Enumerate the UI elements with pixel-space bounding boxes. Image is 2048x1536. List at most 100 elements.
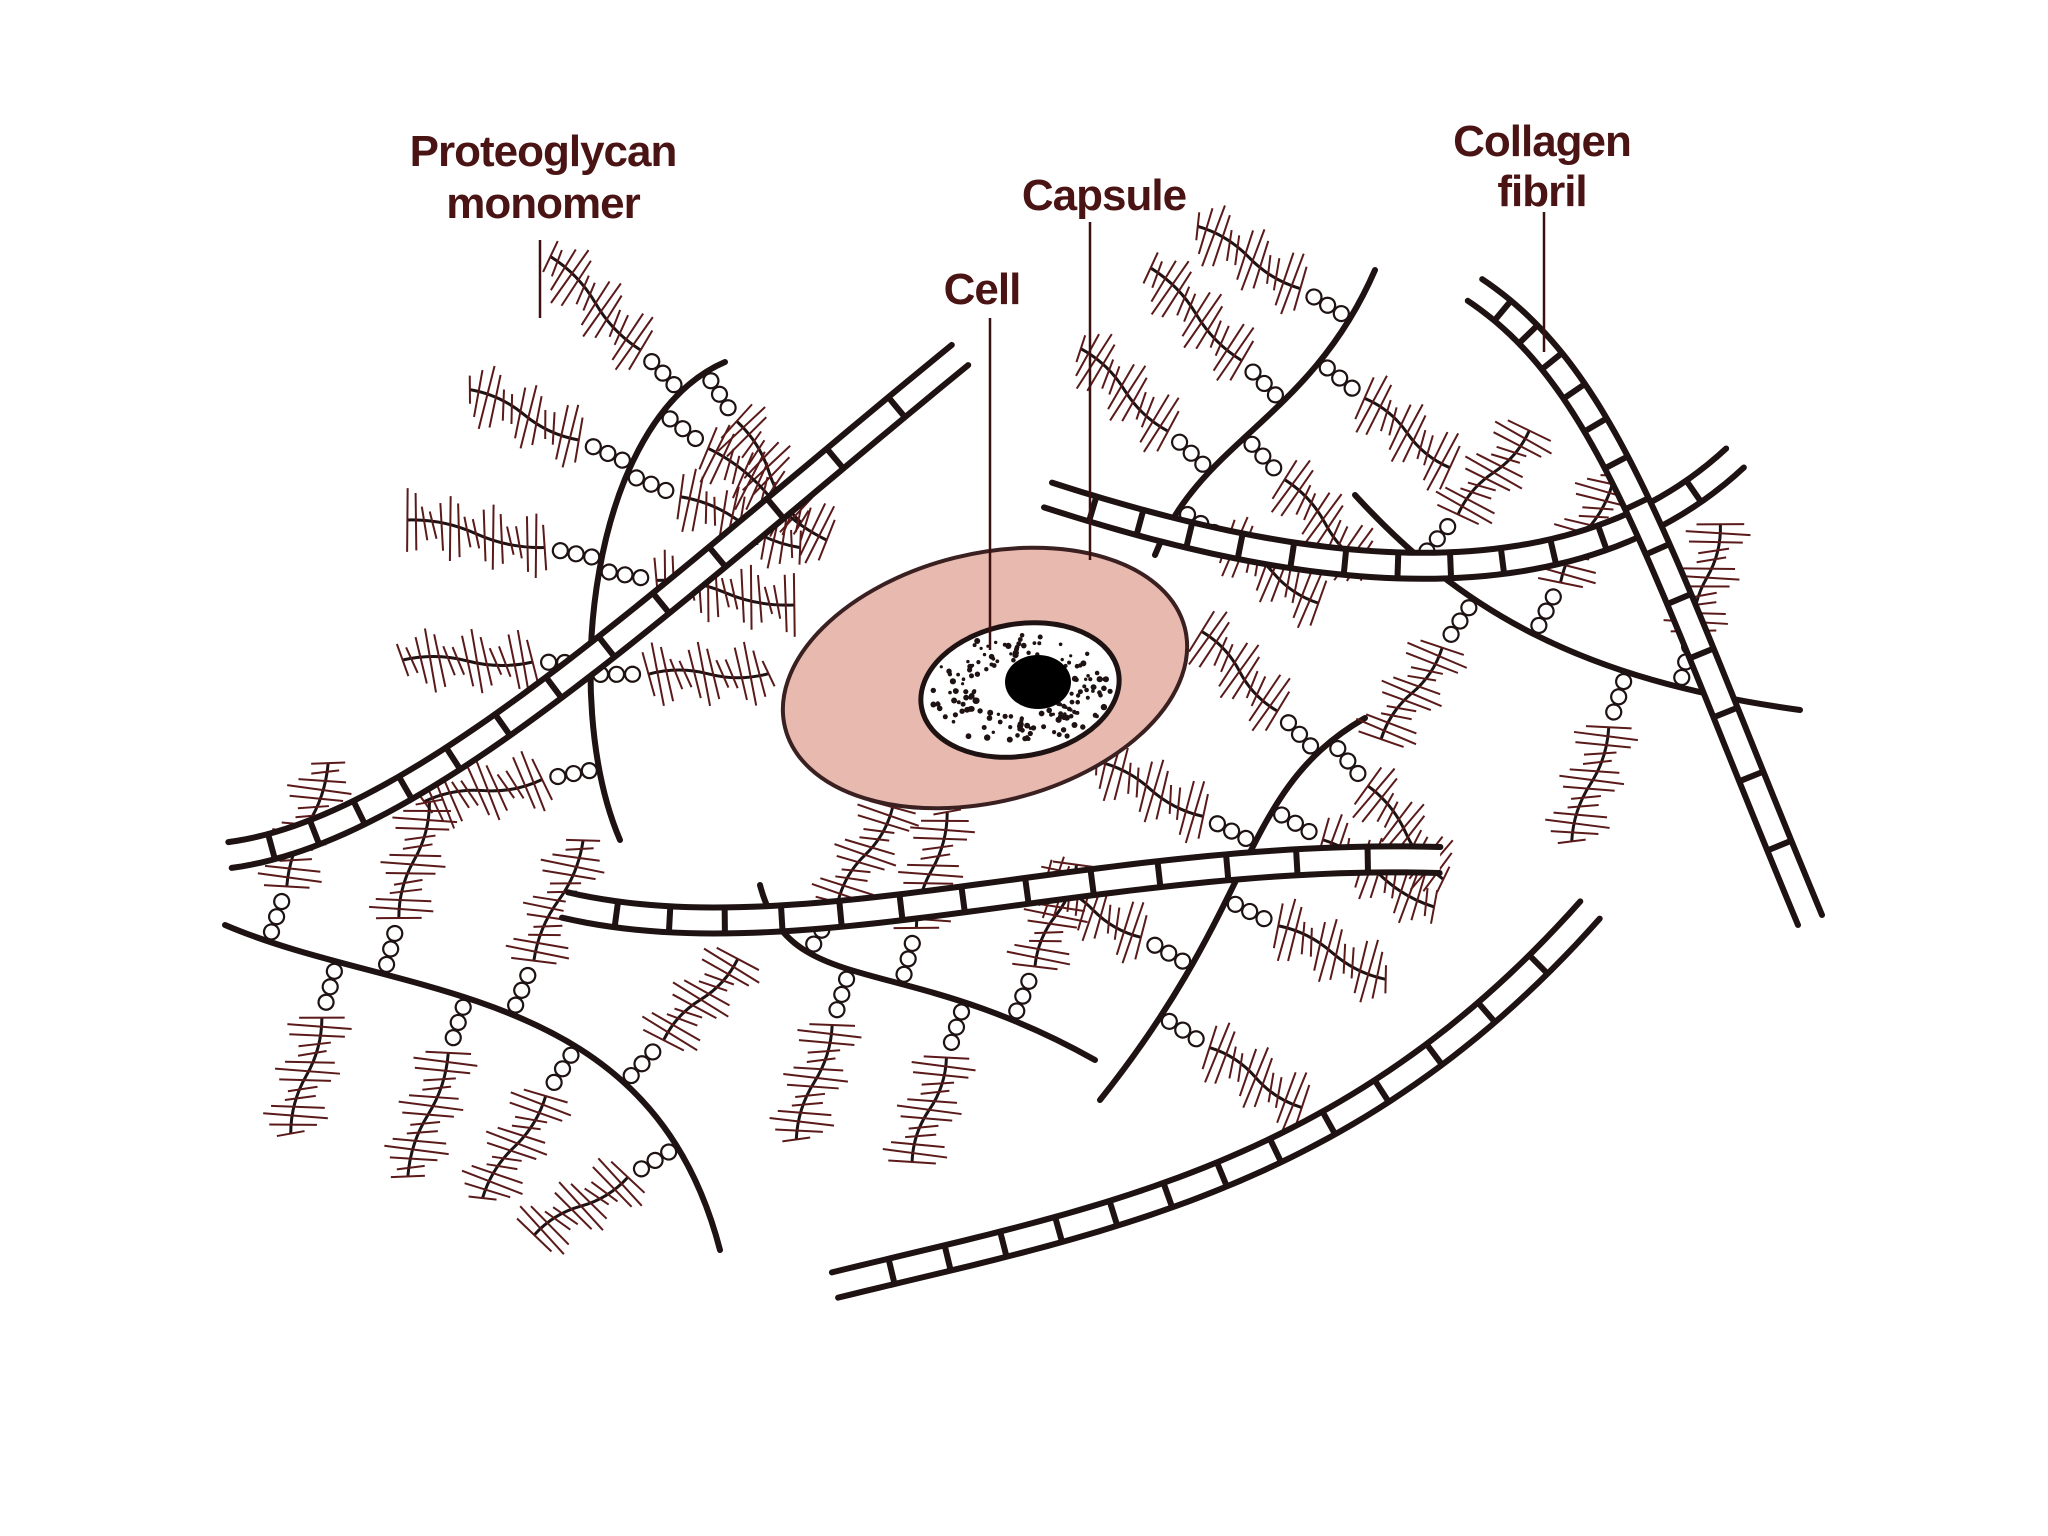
link-protein-chain bbox=[643, 353, 683, 394]
granule bbox=[1008, 714, 1014, 719]
granule bbox=[1038, 710, 1045, 717]
proteoglycan-label-line2: monomer bbox=[446, 179, 640, 228]
granule bbox=[1082, 684, 1087, 689]
monomer-bristles bbox=[505, 838, 605, 965]
granule bbox=[967, 667, 973, 673]
granule bbox=[963, 689, 969, 695]
granule bbox=[1102, 677, 1107, 682]
link-bead bbox=[273, 892, 291, 911]
link-protein-chain bbox=[507, 966, 537, 1014]
proteoglycan-label-line1: Proteoglycan bbox=[410, 127, 677, 176]
monomer-bristles bbox=[461, 1088, 572, 1201]
granule bbox=[1069, 699, 1075, 705]
link-protein-chain bbox=[1243, 435, 1283, 477]
proteoglycan-monomer bbox=[1201, 1022, 1311, 1133]
granule bbox=[984, 734, 991, 741]
proteoglycan-monomer bbox=[468, 365, 584, 468]
granule bbox=[1101, 685, 1107, 692]
granule bbox=[1058, 702, 1063, 707]
granule bbox=[1057, 714, 1063, 720]
link-bead bbox=[947, 1018, 966, 1036]
link-bead bbox=[444, 1029, 462, 1047]
fibril-edge bbox=[828, 898, 1584, 1276]
proteoglycan-monomer bbox=[1272, 898, 1387, 1003]
collagen-fibrils bbox=[225, 276, 1825, 1301]
granule bbox=[1088, 677, 1093, 682]
granule bbox=[1060, 727, 1067, 733]
granule bbox=[1006, 736, 1013, 743]
link-bead bbox=[519, 966, 537, 985]
collagen-label-line1: Collagen bbox=[1453, 117, 1631, 166]
granule bbox=[936, 701, 940, 705]
link-protein-chain bbox=[444, 998, 472, 1047]
monomer-bristles bbox=[1435, 419, 1552, 526]
proteoglycan-monomer bbox=[1545, 725, 1639, 845]
link-bead bbox=[1170, 433, 1189, 451]
link-protein-chain bbox=[551, 542, 601, 566]
link-bead bbox=[551, 542, 569, 560]
proteoglycan-monomer bbox=[1195, 205, 1308, 315]
granule bbox=[1069, 654, 1073, 658]
monomer-bristles bbox=[369, 798, 458, 920]
granule bbox=[1056, 732, 1062, 738]
granule bbox=[1049, 712, 1054, 717]
granule bbox=[1063, 705, 1068, 709]
monomer-bristles bbox=[1188, 610, 1291, 732]
granule bbox=[1096, 676, 1103, 683]
granule bbox=[976, 660, 981, 665]
granule bbox=[1098, 693, 1103, 698]
granule bbox=[988, 653, 995, 660]
link-bead bbox=[1146, 936, 1164, 954]
link-bead bbox=[644, 1043, 662, 1061]
granule bbox=[956, 672, 960, 677]
granule bbox=[961, 677, 966, 681]
link-bead bbox=[1255, 910, 1273, 928]
granule bbox=[1064, 733, 1070, 739]
granule bbox=[970, 663, 975, 668]
link-protein-chain bbox=[377, 924, 404, 974]
granule bbox=[982, 652, 987, 657]
link-protein-chain bbox=[1305, 288, 1350, 323]
hyaluronan-backbone bbox=[587, 359, 728, 843]
granule bbox=[1008, 725, 1013, 730]
proteoglycan-monomer bbox=[1188, 610, 1291, 732]
granule bbox=[951, 697, 958, 704]
link-bead bbox=[545, 1073, 563, 1092]
granule bbox=[1005, 642, 1012, 650]
proteoglycan-monomer bbox=[1142, 252, 1255, 382]
link-bead bbox=[899, 950, 917, 968]
link-bead bbox=[382, 940, 400, 958]
link-protein-chain bbox=[661, 410, 705, 448]
link-protein-chain bbox=[545, 1046, 580, 1092]
link-bead bbox=[386, 924, 404, 943]
link-protein-chain bbox=[1329, 739, 1367, 783]
hyaluronan-backbone bbox=[222, 922, 723, 1253]
granule bbox=[1077, 689, 1083, 695]
granule bbox=[1086, 674, 1090, 678]
link-bead bbox=[1343, 379, 1361, 397]
granule bbox=[966, 659, 970, 664]
link-protein-chain bbox=[1530, 588, 1562, 635]
monomer-bristles bbox=[415, 750, 553, 829]
granule bbox=[1094, 670, 1100, 676]
granule bbox=[1017, 723, 1024, 730]
granule bbox=[981, 725, 987, 730]
collagen-fibril bbox=[828, 898, 1603, 1301]
granule bbox=[1037, 641, 1042, 646]
collagen-label-line2: fibril bbox=[1497, 167, 1586, 216]
granule bbox=[974, 671, 981, 677]
proteoglycan-monomer bbox=[263, 1016, 352, 1138]
granule bbox=[961, 682, 965, 686]
granule bbox=[972, 643, 977, 648]
granule bbox=[1026, 736, 1031, 742]
granule bbox=[1084, 677, 1088, 681]
link-protein-chain bbox=[1318, 359, 1361, 397]
granule bbox=[949, 678, 957, 685]
granule bbox=[1074, 711, 1078, 715]
proteoglycan-monomer bbox=[542, 240, 654, 371]
granule bbox=[986, 644, 990, 648]
granule bbox=[973, 697, 980, 704]
granule bbox=[1032, 641, 1037, 645]
link-bead bbox=[643, 353, 661, 371]
granule bbox=[1060, 657, 1064, 662]
